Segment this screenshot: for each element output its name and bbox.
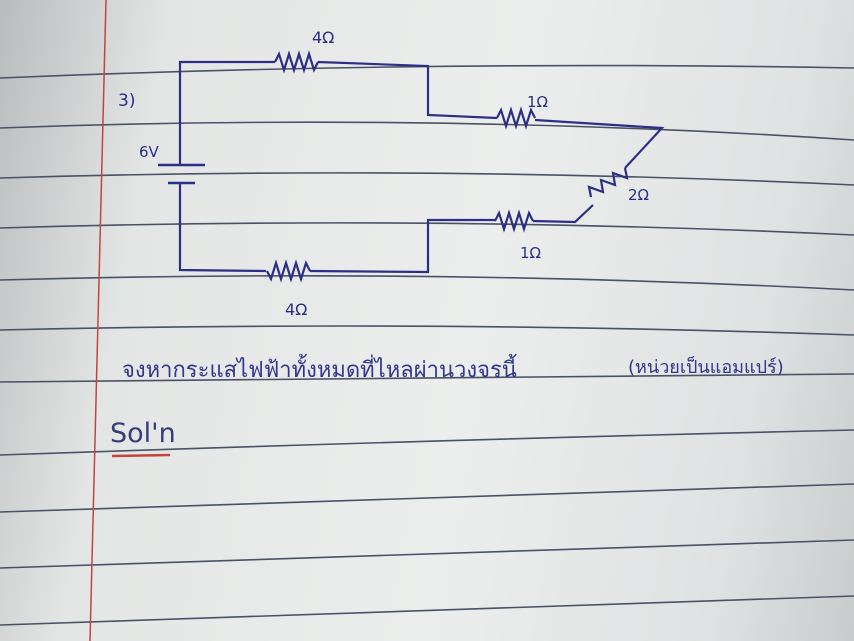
wire [532,204,594,224]
circuit [158,50,665,283]
resistor-diagonal [587,167,629,198]
solution-label: Sol'n [110,418,176,449]
wire [317,60,498,120]
solution-underline [111,453,171,458]
resistor-top-label: 4Ω [312,28,334,47]
resistor-upper-right-label: 1Ω [527,93,548,111]
unit-note: (หน่วยเป็นแอมแปร์) [628,357,784,378]
resistor-lower-right [494,209,534,233]
resistor-bottom-label: 4Ω [285,300,307,319]
wire [534,118,665,169]
wire [178,183,267,273]
resistor-upper-right [496,106,536,130]
battery-label: 6V [139,143,160,161]
wire [309,218,495,274]
resistor-lower-right-label: 1Ω [520,244,541,262]
margin-line [89,0,107,641]
resistor-diagonal-label: 2Ω [628,186,649,204]
problem-number: 3) [118,91,135,111]
resistor-top [274,50,319,74]
wire [178,60,275,165]
ruled-lines [0,64,854,626]
resistor-bottom [266,259,311,283]
question-text: จงหากระแสไฟฟ้าทั้งหมดที่ไหลผ่านวงจรนี้ [122,358,517,383]
